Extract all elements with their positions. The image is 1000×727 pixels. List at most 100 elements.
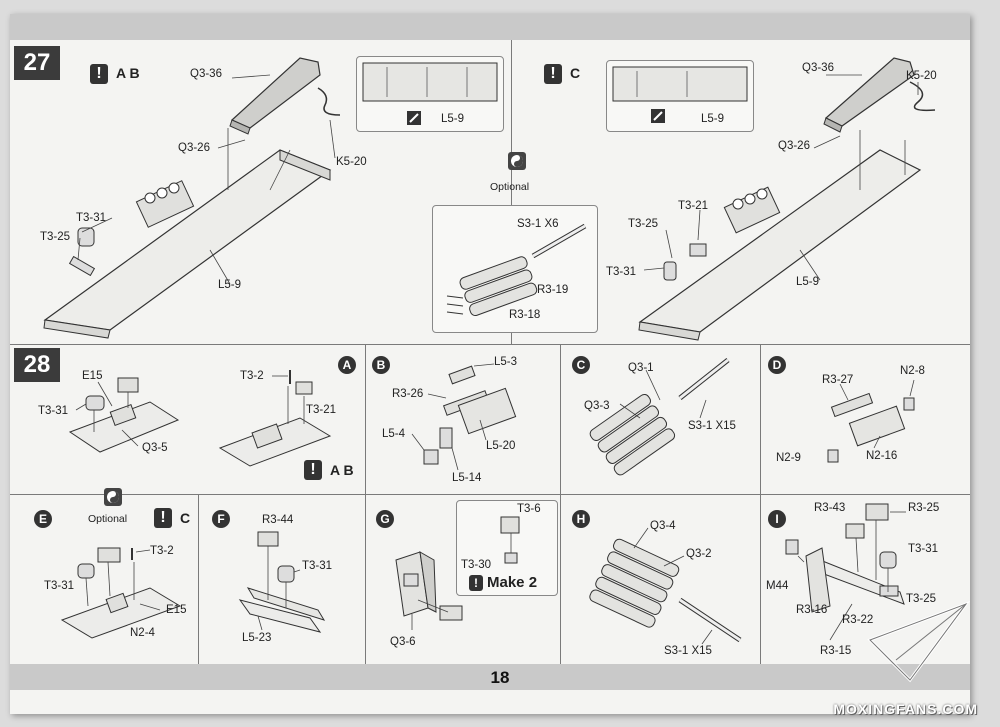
site-watermark: MOXINGFANS.COM bbox=[833, 701, 978, 717]
part-label: T3-31 bbox=[606, 266, 637, 278]
part-label: T3-2 bbox=[150, 545, 174, 557]
variant-label: A B bbox=[330, 462, 354, 478]
part-label: L5-14 bbox=[452, 472, 482, 484]
yin-yang-icon bbox=[104, 488, 122, 506]
inset-detail: T3-6 T3-30 ! Make 2 bbox=[456, 500, 558, 596]
col-divider bbox=[198, 494, 199, 664]
part-label: E15 bbox=[82, 370, 103, 382]
part-label: R3-19 bbox=[537, 284, 569, 296]
part-label: Q3-6 bbox=[390, 636, 416, 648]
part-label: L5-20 bbox=[486, 440, 516, 452]
col-divider bbox=[760, 344, 761, 494]
step27-divider bbox=[511, 40, 512, 344]
part-label: R3-16 bbox=[796, 604, 828, 616]
exclamation-icon: ! bbox=[544, 64, 562, 84]
part-label: T3-25 bbox=[40, 231, 71, 243]
part-label: N2-4 bbox=[130, 627, 155, 639]
part-label: E15 bbox=[166, 604, 187, 616]
part-label: T3-21 bbox=[678, 200, 709, 212]
exclamation-icon: ! bbox=[90, 64, 108, 84]
exclamation-icon: ! bbox=[154, 508, 172, 528]
part-label: Q3-26 bbox=[178, 142, 210, 154]
part-label: N2-9 bbox=[776, 452, 801, 464]
page-number: 18 bbox=[490, 668, 510, 687]
part-label: S3-1 X15 bbox=[664, 645, 712, 657]
part-label: T3-6 bbox=[517, 503, 541, 515]
part-label: R3-27 bbox=[822, 374, 854, 386]
part-label: N2-16 bbox=[866, 450, 898, 462]
subassembly-b-marker: B bbox=[372, 356, 390, 374]
part-label: T3-25 bbox=[906, 593, 937, 605]
section-divider bbox=[10, 344, 970, 345]
part-label: L5-9 bbox=[701, 113, 725, 125]
part-label: Q3-5 bbox=[142, 442, 168, 454]
part-label: Q3-1 bbox=[628, 362, 654, 374]
row-divider bbox=[10, 494, 970, 495]
part-label: R3-22 bbox=[842, 614, 874, 626]
part-label: T3-2 bbox=[240, 370, 264, 382]
step-28-number: 28 bbox=[14, 348, 60, 382]
step-27-number: 27 bbox=[14, 46, 60, 80]
optional-detail: S3-1 X6 R3-19 R3-18 bbox=[432, 205, 598, 333]
subassembly-e-marker: E bbox=[34, 510, 52, 528]
inset-detail: L5-9 bbox=[356, 56, 504, 132]
part-label: K5-20 bbox=[906, 70, 937, 82]
col-divider bbox=[560, 344, 561, 664]
part-label: S3-1 X15 bbox=[688, 420, 736, 432]
part-label: T3-31 bbox=[302, 560, 333, 572]
subassembly-h-marker: H bbox=[572, 510, 590, 528]
exclamation-icon: ! bbox=[469, 575, 483, 591]
part-label: R3-25 bbox=[908, 502, 940, 514]
subassembly-f-marker: F bbox=[212, 510, 230, 528]
part-label: T3-31 bbox=[38, 405, 69, 417]
part-label: R3-43 bbox=[814, 502, 846, 514]
subassembly-c-marker: C bbox=[572, 356, 590, 374]
optional-label: Optional bbox=[490, 181, 530, 193]
part-label: L5-9 bbox=[218, 279, 242, 291]
part-label: T3-21 bbox=[306, 404, 337, 416]
part-label: L5-3 bbox=[494, 356, 518, 368]
variant-label: A B bbox=[116, 65, 140, 81]
part-label: R3-18 bbox=[509, 309, 541, 321]
page-header-band bbox=[10, 14, 970, 40]
variant-label: C bbox=[180, 510, 191, 526]
part-label: Q3-3 bbox=[584, 400, 610, 412]
part-label: Q3-2 bbox=[686, 548, 712, 560]
optional-label: Optional bbox=[88, 513, 128, 525]
part-label: L5-4 bbox=[382, 428, 406, 440]
part-label: Q3-36 bbox=[802, 62, 834, 74]
yin-yang-icon bbox=[508, 152, 526, 170]
exclamation-icon: ! bbox=[304, 460, 322, 480]
part-label: K5-20 bbox=[336, 156, 367, 168]
part-label: S3-1 X6 bbox=[517, 218, 559, 230]
subassembly-d-marker: D bbox=[768, 356, 786, 374]
part-label: M44 bbox=[766, 580, 789, 592]
inset-detail: L5-9 bbox=[606, 60, 754, 132]
subassembly-g-marker: G bbox=[376, 510, 394, 528]
part-label: L5-9 bbox=[441, 113, 465, 125]
part-label: T3-31 bbox=[76, 212, 107, 224]
part-label: L5-9 bbox=[796, 276, 820, 288]
part-label: L5-23 bbox=[242, 632, 272, 644]
part-label: T3-25 bbox=[628, 218, 659, 230]
part-label: Q3-36 bbox=[190, 68, 222, 80]
col-divider bbox=[365, 344, 366, 664]
part-label: Q3-26 bbox=[778, 140, 810, 152]
part-label: R3-26 bbox=[392, 388, 424, 400]
part-label: R3-15 bbox=[820, 645, 852, 657]
page-footer-band bbox=[10, 664, 970, 690]
variant-label: C bbox=[570, 65, 581, 81]
col-divider bbox=[760, 494, 761, 664]
